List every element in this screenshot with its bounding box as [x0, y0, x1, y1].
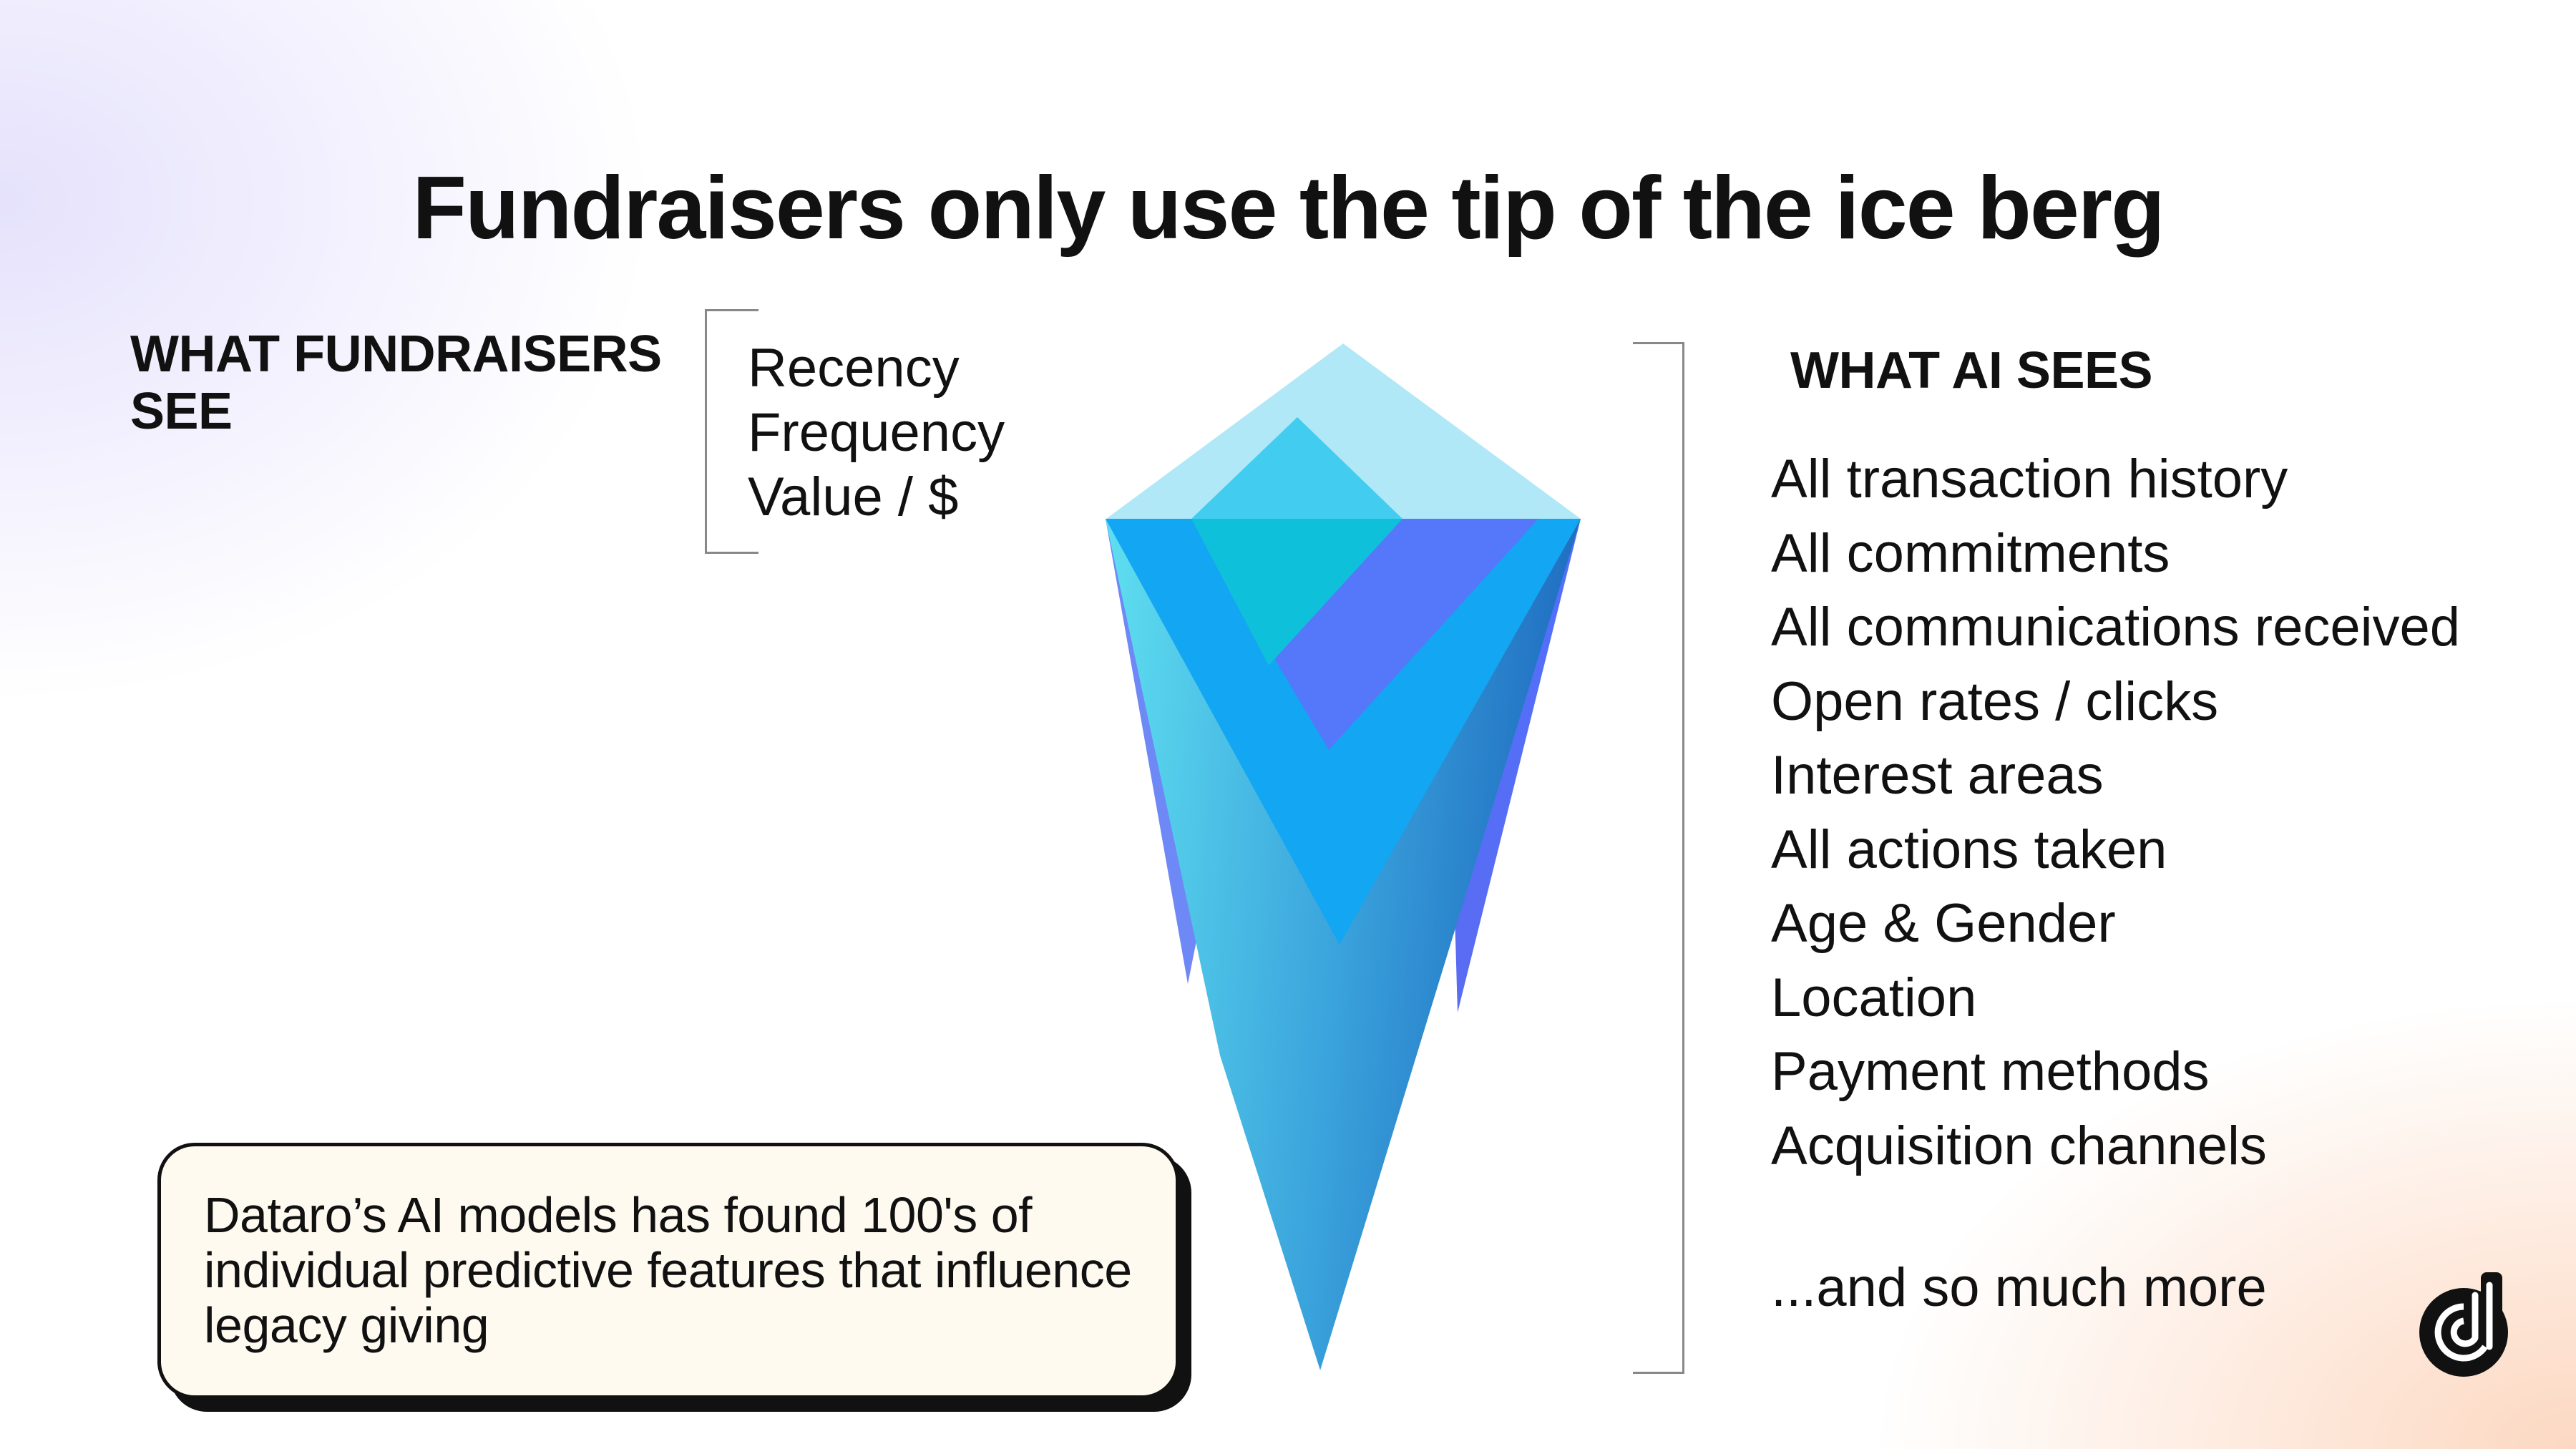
dataro-logo-icon	[2419, 1272, 2508, 1377]
iceberg-right-shard	[1453, 519, 1581, 1013]
list-item: All actions taken	[1771, 819, 2167, 880]
list-item: All commitments	[1771, 522, 2170, 584]
iceberg-illustration	[1106, 343, 1581, 1370]
list-item: Recency	[748, 338, 960, 399]
list-item: Payment methods	[1771, 1041, 2210, 1102]
ai-heading: WHAT AI SEES	[1790, 342, 2153, 399]
list-item: All transaction history	[1771, 449, 2288, 509]
fundraisers-list: Recency Frequency Value / $	[748, 336, 1005, 530]
and-more-text: ...and so much more	[1771, 1257, 2267, 1318]
right-bracket	[1633, 342, 1684, 1374]
page-title: Fundraisers only use the tip of the ice …	[412, 159, 2165, 258]
list-item: Location	[1771, 967, 1977, 1028]
list-item: Age & Gender	[1771, 893, 2116, 954]
list-item: All communications received	[1771, 597, 2461, 658]
list-item: Acquisition channels	[1771, 1115, 2267, 1176]
left-bracket	[705, 309, 758, 554]
iceberg-inner-tip	[1191, 519, 1402, 665]
list-item: Open rates / clicks	[1771, 670, 2219, 732]
iceberg-tip-mid	[1191, 417, 1402, 519]
fundraisers-heading: WHAT FUNDRAISERS SEE	[130, 326, 662, 440]
callout-text: Dataro’s AI models has found 100's of in…	[204, 1187, 1132, 1353]
ai-sees-list: All transaction history All commitments …	[1771, 442, 2460, 1183]
list-item: Interest areas	[1771, 745, 2104, 806]
list-item: Frequency	[748, 402, 1005, 463]
list-item: Value / $	[748, 467, 959, 527]
iceberg-tip-light	[1106, 343, 1581, 519]
callout-box: Dataro’s AI models has found 100's of in…	[157, 1143, 1179, 1399]
